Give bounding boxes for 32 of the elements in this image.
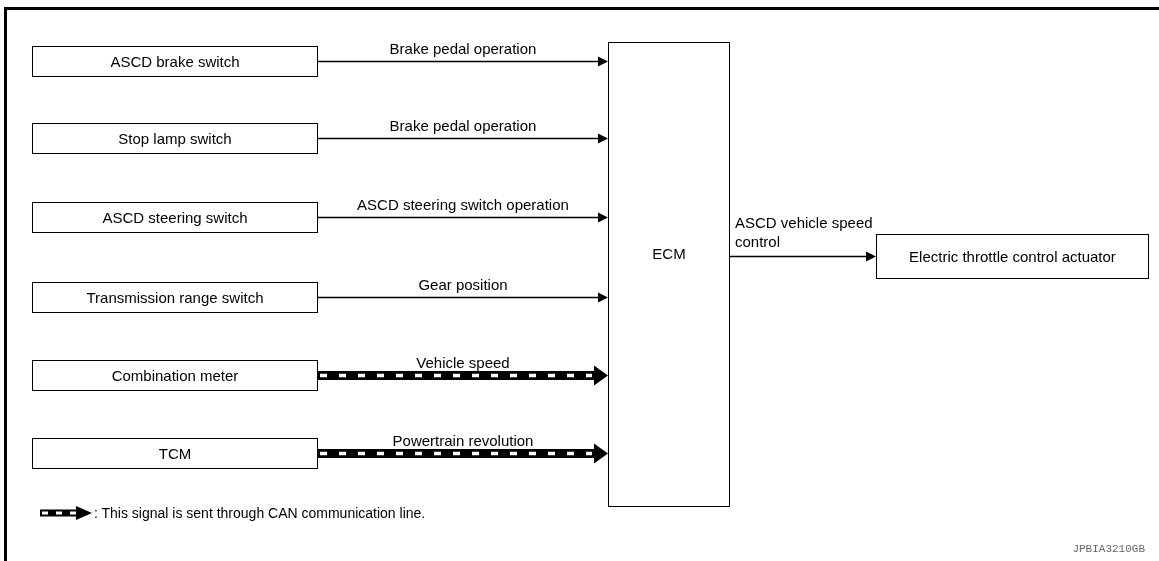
can-signal-arrow: [318, 365, 608, 386]
block-box: [32, 202, 318, 233]
block-label: Transmission range switch: [86, 289, 264, 306]
block-box: [32, 282, 318, 313]
edge-label: Gear position: [417, 274, 509, 294]
signal-arrow: [317, 292, 608, 303]
edge-label: Brake pedal operation: [388, 38, 538, 58]
signal-arrow: [317, 212, 608, 223]
block-box: [32, 123, 318, 154]
block-box: [608, 42, 730, 507]
can-signal-arrow: [318, 443, 608, 464]
figure-code: JPBIA3210GB: [1072, 543, 1145, 555]
block-label: Combination meter: [111, 367, 239, 384]
block-label: ECM: [652, 245, 686, 262]
edge-label: ASCD vehicle speed control: [735, 212, 874, 251]
block-box: [32, 438, 318, 469]
edge-label: Vehicle speed: [415, 352, 511, 372]
block-label: Stop lamp switch: [118, 130, 232, 147]
signal-arrow: [317, 56, 608, 67]
edge-label: Powertrain revolution: [391, 430, 535, 450]
signal-arrow: [729, 251, 876, 262]
block-box: [32, 46, 318, 77]
edge-label: ASCD steering switch operation: [356, 194, 570, 214]
block-box: [32, 360, 318, 391]
block-label: ASCD steering switch: [102, 209, 248, 226]
block-box: [876, 234, 1149, 279]
signal-arrow: [317, 133, 608, 144]
legend-text: : This signal is sent through CAN communication line.: [94, 505, 426, 521]
block-label: Electric throttle control actuator: [909, 248, 1116, 265]
edge-label: Brake pedal operation: [388, 115, 538, 135]
block-label: TCM: [158, 445, 192, 462]
block-label: ASCD brake switch: [110, 53, 240, 70]
